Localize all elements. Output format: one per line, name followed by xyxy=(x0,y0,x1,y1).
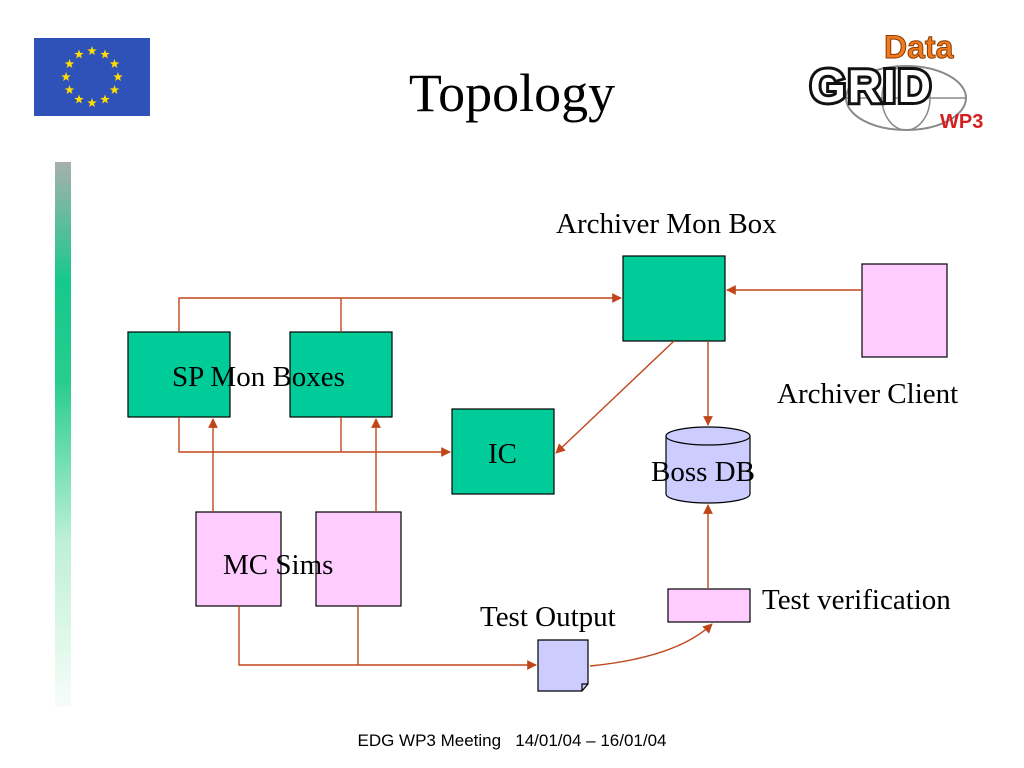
mc-sims-label: MC Sims xyxy=(223,549,334,581)
logo-grid-text: GRID xyxy=(810,60,933,112)
eu-star-icon xyxy=(64,85,75,95)
connectors xyxy=(178,285,862,670)
sp-mon-box-1-node xyxy=(127,331,231,418)
eu-star-icon xyxy=(64,59,75,69)
eu-star-icon xyxy=(113,72,123,82)
eu-star-icon xyxy=(100,94,110,104)
test-verification-node xyxy=(667,588,751,623)
sp-mon-boxes-label: SP Mon Boxes xyxy=(172,361,345,393)
boss-db-label: Boss DB xyxy=(651,456,755,488)
logo-data-text: Data xyxy=(884,29,954,65)
eu-star-icon xyxy=(87,46,97,56)
eu-star-icon xyxy=(109,85,120,95)
test-output-label: Test Output xyxy=(480,601,616,633)
decorative-side-bar xyxy=(55,162,71,707)
eu-star-icon xyxy=(87,98,97,108)
archiver-mon-box-node xyxy=(622,255,726,342)
slide-title: Topology xyxy=(408,63,616,123)
mc-sim-2-node xyxy=(315,511,402,607)
slide-footer: EDG WP3 Meeting 14/01/04 – 16/01/04 xyxy=(357,731,667,750)
datagrid-wp3-logo: Data GRID WP3 xyxy=(806,28,1002,134)
eu-flag-logo xyxy=(34,38,150,116)
archiver-mon-box-label: Archiver Mon Box xyxy=(556,208,777,240)
test-output-document-node xyxy=(537,639,589,692)
eu-star-icon xyxy=(61,72,71,82)
eu-star-icon xyxy=(100,49,110,59)
boss-db-node xyxy=(665,426,751,504)
ic-label: IC xyxy=(488,438,517,470)
eu-star-icon xyxy=(74,49,84,59)
ic-node xyxy=(451,408,555,495)
eu-star-icon xyxy=(109,59,120,69)
eu-flag-stars xyxy=(61,46,123,108)
mc-sim-1-node xyxy=(195,511,282,607)
test-verification-label: Test verification xyxy=(762,584,951,616)
archiver-client-node xyxy=(861,263,948,358)
logo-wp3-text: WP3 xyxy=(940,111,983,133)
eu-star-icon xyxy=(74,94,84,104)
archiver-client-label: Archiver Client xyxy=(777,378,959,410)
